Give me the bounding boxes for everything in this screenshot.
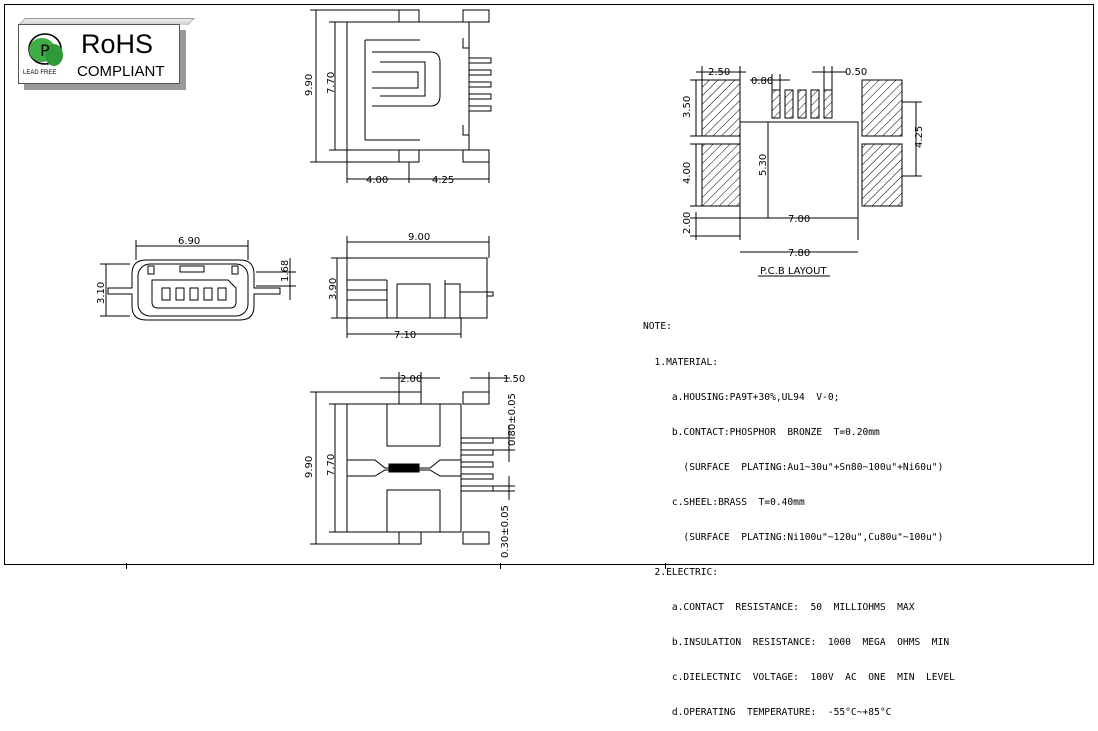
logo-letter: P [40,41,50,60]
pcb-layout [690,66,922,277]
dim-pcb-pad-mid: 4.00 [682,162,693,184]
drawing-frame [4,4,1094,565]
drawing-canvas: 9.90 7.70 4.00 4.25 6.90 3.10 1.68 9.00 … [96,9,925,558]
dim-pcb-pad-width: 2.50 [708,67,730,78]
side-view [331,236,494,338]
dim-bottom-tab: 2.00 [400,374,422,385]
dim-front-width: 6.90 [178,236,200,247]
dim-pcb-pad-gap: 2.00 [682,212,693,234]
dim-side-length: 9.00 [408,232,430,243]
rohs-badge: P LEAD FREE RoHS COMPLIANT [18,24,180,84]
frame-tick [126,563,127,569]
note-line: b.CONTACT:PHOSPHOR BRONZE T=0.20mm [643,426,880,438]
dim-top-height: 9.90 [304,74,315,96]
note-line: 1.MATERIAL: [643,356,719,368]
note-line: c.SHEEL:BRASS T=0.40mm [643,496,805,508]
dim-pcb-pin-pitch: 0.80 [751,76,773,87]
dim-pcb-pin-width: 0.50 [845,67,867,78]
dim-side-base: 7.10 [394,330,416,341]
top-view [310,9,492,183]
note-line: b.INSULATION RESISTANCE: 1000 MEGA OHMS … [643,637,950,649]
note-line: (SURFACE PLATING:Au1~30u"+Sn80~100u"+Ni6… [643,461,944,473]
dim-pcb-outer-width: 7.80 [788,248,810,259]
bottom-view [310,372,515,545]
dim-top-right: 4.25 [432,175,454,186]
note-line: a.CONTACT RESISTANCE: 50 MILLIOHMS MAX [643,602,915,614]
dim-front-height: 3.10 [96,282,107,304]
dim-pcb-inner-width: 7.00 [788,214,810,225]
logo-caption: LEAD FREE [23,70,57,76]
dim-pcb-right-height: 4.25 [914,126,925,148]
notes-block: NOTE: 1.MATERIAL: a.HOUSING:PA9T+30%,UL9… [643,298,955,731]
note-line: a.HOUSING:PA9T+30%,UL94 V-0; [643,391,840,403]
lead-free-logo-icon: P [28,33,63,66]
dim-bottom-pitch-top: 1.50 [503,374,525,385]
note-line: (SURFACE PLATING:Ni100u"~120u",Cu80u"~10… [643,531,944,543]
dim-bottom-inner: 7.70 [326,454,337,476]
dim-bottom-height: 9.90 [304,456,315,478]
badge-title: RoHS [81,29,154,59]
note-line: d.OPERATING TEMPERATURE: -55°C~+85°C [643,707,892,719]
frame-tick [500,563,501,569]
dim-top-left: 4.00 [366,175,388,186]
dim-bottom-pin-width: 0.30±0.05 [500,505,511,558]
notes-heading: NOTE: [643,321,672,333]
frame-tick [665,563,666,569]
pcb-caption: P.C.B LAYOUT [760,266,827,277]
note-line: c.DIELECTNIC VOLTAGE: 100V AC ONE MIN LE… [643,672,955,684]
dim-side-height: 3.90 [328,278,339,300]
dim-top-inner: 7.70 [326,72,337,94]
badge-subtitle: COMPLIANT [77,63,165,80]
dim-front-opening: 1.68 [280,260,291,282]
dim-pcb-pad-top: 3.50 [682,96,693,118]
dim-pcb-center-height: 5.30 [758,154,769,176]
front-view [100,240,296,321]
dim-bottom-pin-pitch: 0.80±0.05 [507,393,518,446]
